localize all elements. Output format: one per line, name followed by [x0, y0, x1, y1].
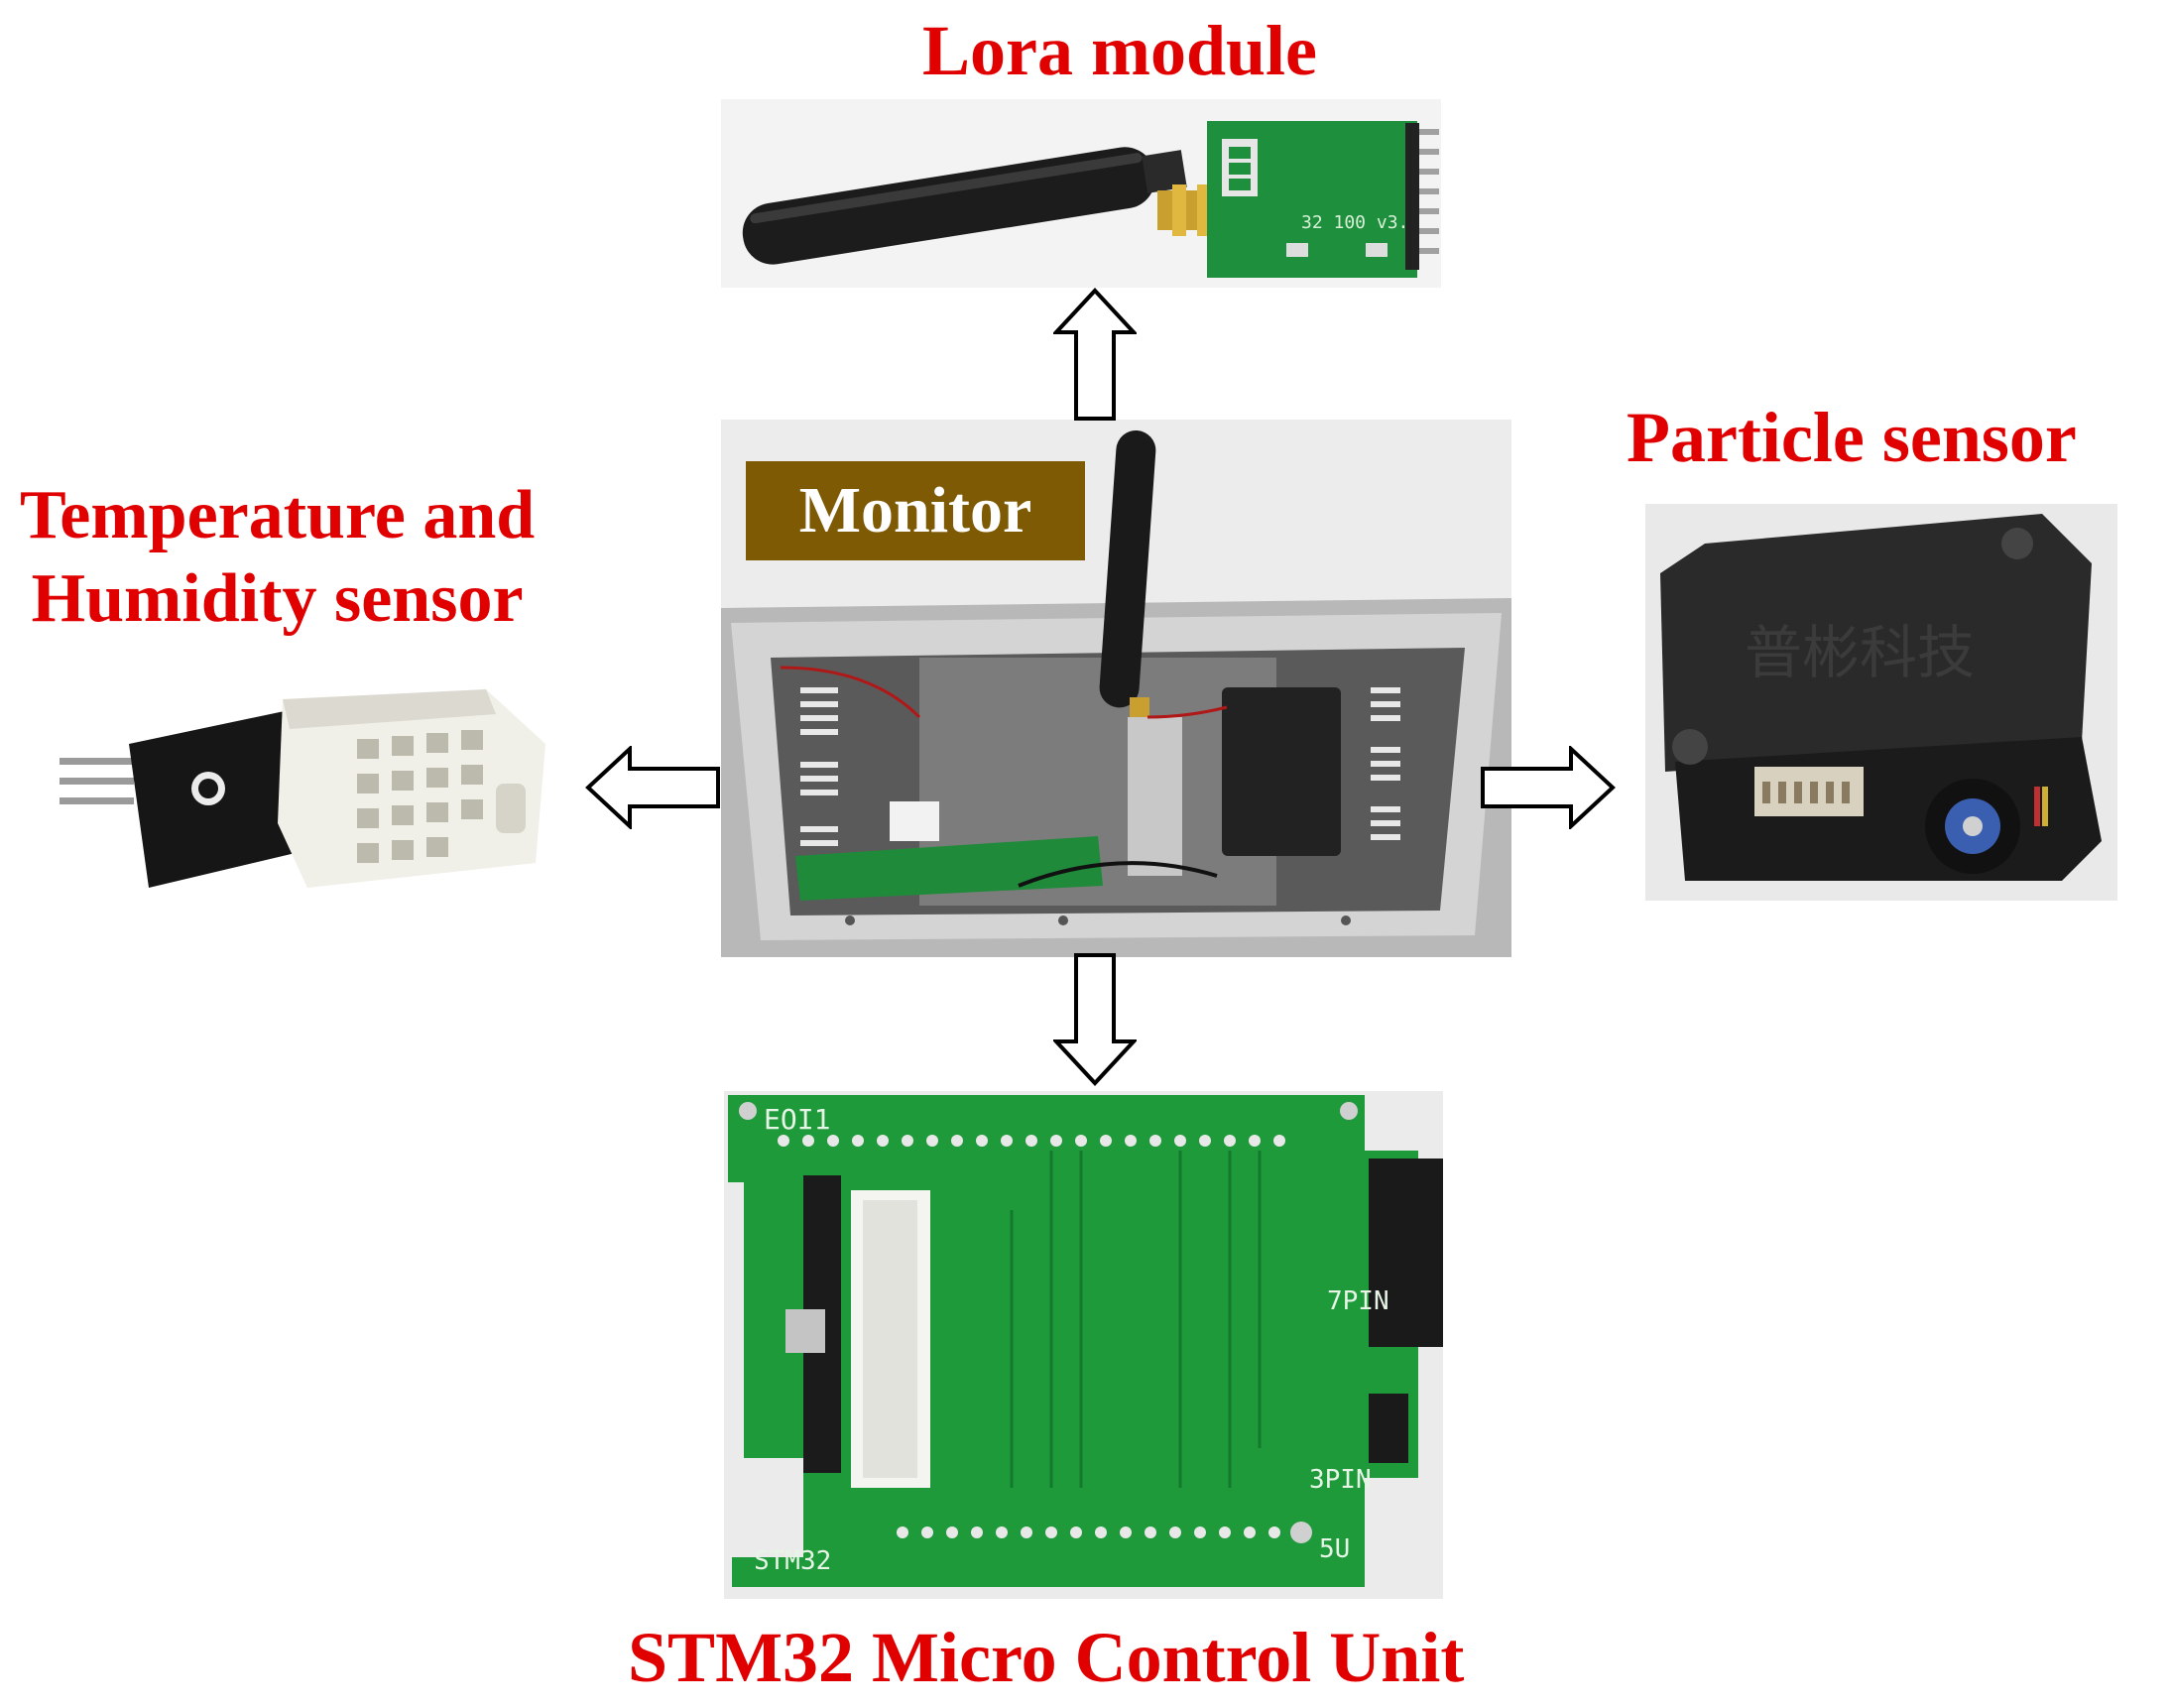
particle-sensor-photo: 普彬科技 [1645, 504, 2117, 901]
arrow-left-icon [585, 746, 720, 829]
stm-5v-text: 5U [1319, 1534, 1350, 1564]
stm-bottom-text: STM32 [754, 1546, 831, 1576]
lora-module-label: Lora module [922, 11, 1318, 90]
stm32-board-photo: EOI1 7PIN 3PIN 5U STM32 [724, 1091, 1443, 1599]
stm-3pin-text: 3PIN [1309, 1465, 1372, 1495]
stm-top-text: EOI1 [764, 1103, 830, 1136]
stm32-label: STM32 Micro Control Unit [628, 1618, 1465, 1697]
temp-label-line1: Temperature and [20, 477, 536, 553]
temp-humidity-sensor-photo [60, 674, 555, 913]
arrow-right-icon [1481, 746, 1616, 829]
arrow-up-icon [1053, 288, 1137, 421]
lora-module-photo: 32 100 v3.0 [721, 99, 1441, 288]
arrow-down-icon [1053, 953, 1137, 1086]
monitor-badge: Monitor [746, 461, 1085, 560]
particle-sensor-label: Particle sensor [1627, 398, 2077, 477]
lora-board-text: 32 100 v3.0 [1301, 212, 1419, 233]
temp-humidity-sensor-label: Temperature and Humidity sensor [20, 474, 535, 641]
temp-label-line2: Humidity sensor [31, 560, 524, 637]
stm-7pin-text: 7PIN [1327, 1286, 1389, 1316]
particle-logo-text: 普彬科技 [1745, 619, 1975, 686]
